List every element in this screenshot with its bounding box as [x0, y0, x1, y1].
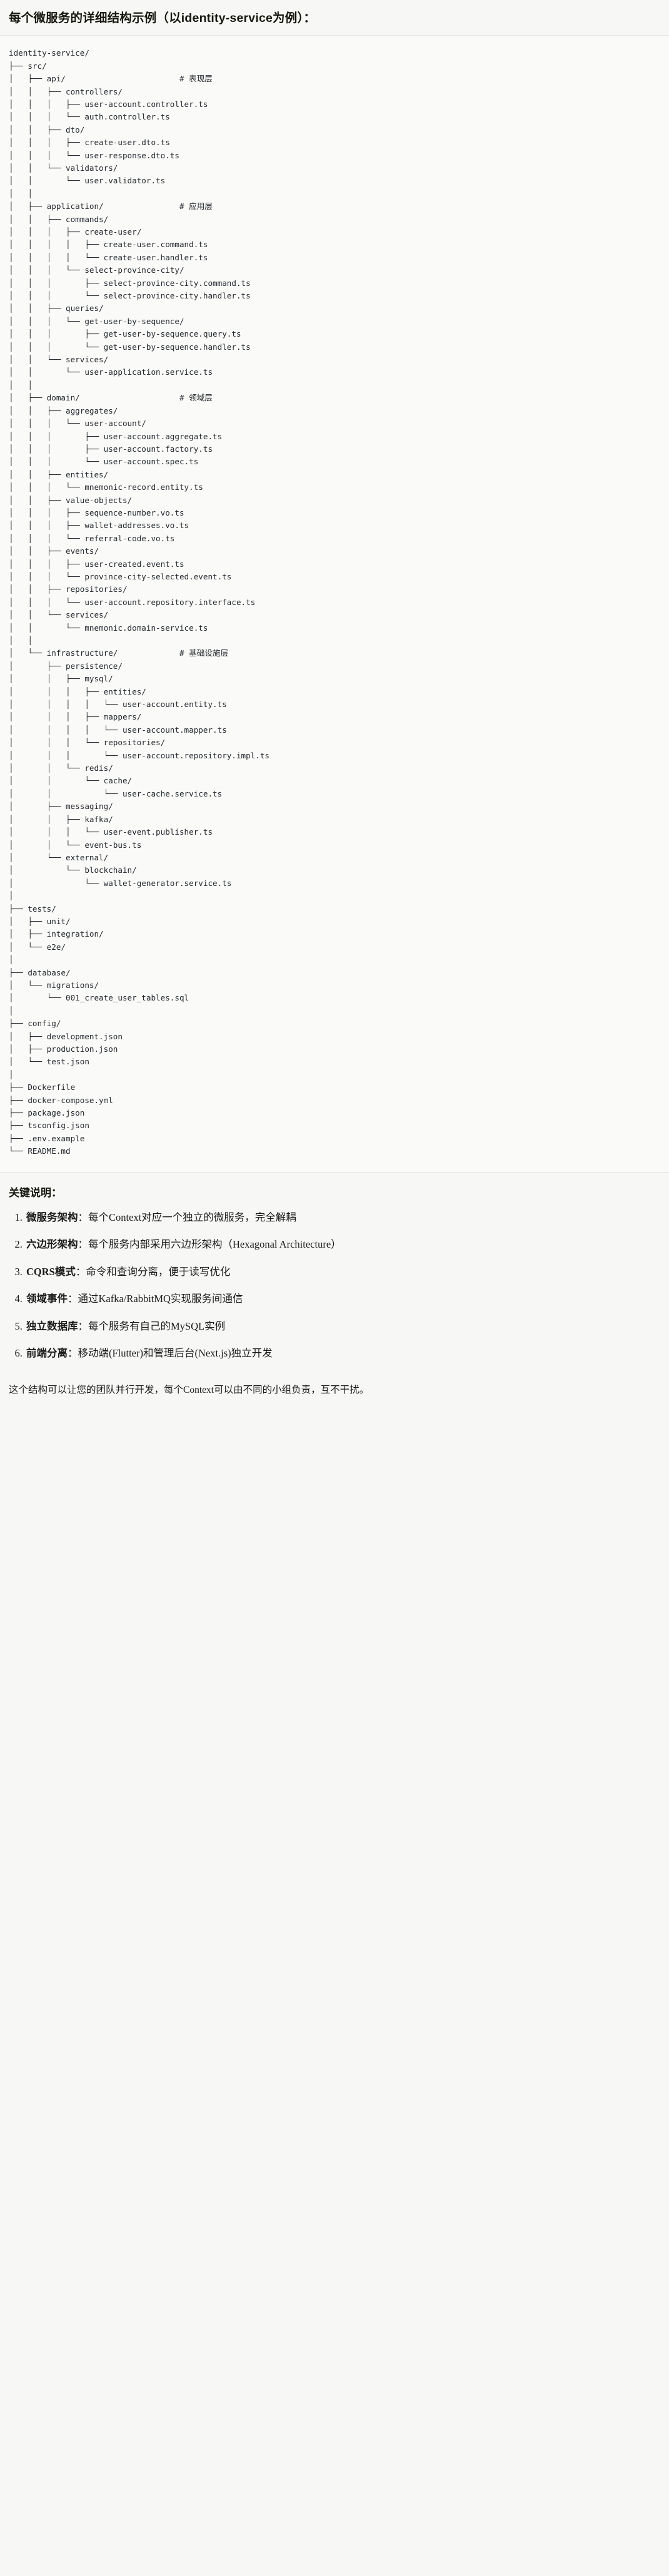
note-separator: ： [68, 1347, 78, 1360]
note-term: 领域事件 [26, 1293, 68, 1305]
title-section: 每个微服务的详细结构示例（以identity-service为例）： [0, 0, 669, 36]
note-description: 通过Kafka/RabbitMQ实现服务间通信 [78, 1293, 243, 1305]
list-item: 领域事件：通过Kafka/RabbitMQ实现服务间通信 [25, 1291, 660, 1307]
note-description: 命令和查询分离，便于读写优化 [86, 1265, 231, 1278]
directory-tree: identity-service/ ├── src/ │ ├── api/ # … [9, 48, 270, 1156]
key-notes-list: 微服务架构：每个Context对应一个独立的微服务，完全解耦 六边形架构：每个服… [9, 1209, 660, 1362]
list-item: 独立数据库：每个服务有自己的MySQL实例 [25, 1318, 660, 1335]
note-description: 每个服务有自己的MySQL实例 [88, 1320, 226, 1332]
note-term: 前端分离 [26, 1347, 68, 1360]
note-description: 每个服务内部采用六边形架构（Hexagonal Architecture） [88, 1238, 341, 1251]
note-term: 六边形架构 [26, 1238, 78, 1251]
list-item: 微服务架构：每个Context对应一个独立的微服务，完全解耦 [25, 1209, 660, 1226]
closing-paragraph: 这个结构可以让您的团队并行开发，每个Context可以由不同的小组负责，互不干扰… [9, 1385, 370, 1396]
list-item: CQRS模式：命令和查询分离，便于读写优化 [25, 1264, 660, 1280]
key-notes-section: 关键说明： 微服务架构：每个Context对应一个独立的微服务，完全解耦 六边形… [0, 1172, 669, 1377]
directory-tree-section: identity-service/ ├── src/ │ ├── api/ # … [0, 36, 669, 1173]
list-item: 六边形架构：每个服务内部采用六边形架构（Hexagonal Architectu… [25, 1236, 660, 1253]
note-description: 移动端(Flutter)和管理后台(Next.js)独立开发 [78, 1347, 273, 1360]
note-separator: ： [78, 1211, 89, 1223]
note-separator: ： [75, 1265, 86, 1278]
note-separator: ： [78, 1320, 89, 1332]
list-item: 前端分离：移动端(Flutter)和管理后台(Next.js)独立开发 [25, 1345, 660, 1362]
closing-section: 这个结构可以让您的团队并行开发，每个Context可以由不同的小组负责，互不干扰… [0, 1377, 669, 1410]
page-title: 每个微服务的详细结构示例（以identity-service为例）： [9, 11, 316, 25]
key-notes-heading: 关键说明： [9, 1186, 62, 1199]
note-description: 每个Context对应一个独立的微服务，完全解耦 [88, 1211, 296, 1223]
note-term: CQRS模式 [26, 1265, 76, 1278]
note-separator: ： [78, 1238, 89, 1251]
note-separator: ： [68, 1293, 78, 1305]
note-term: 微服务架构 [26, 1211, 78, 1223]
note-term: 独立数据库 [26, 1320, 78, 1332]
